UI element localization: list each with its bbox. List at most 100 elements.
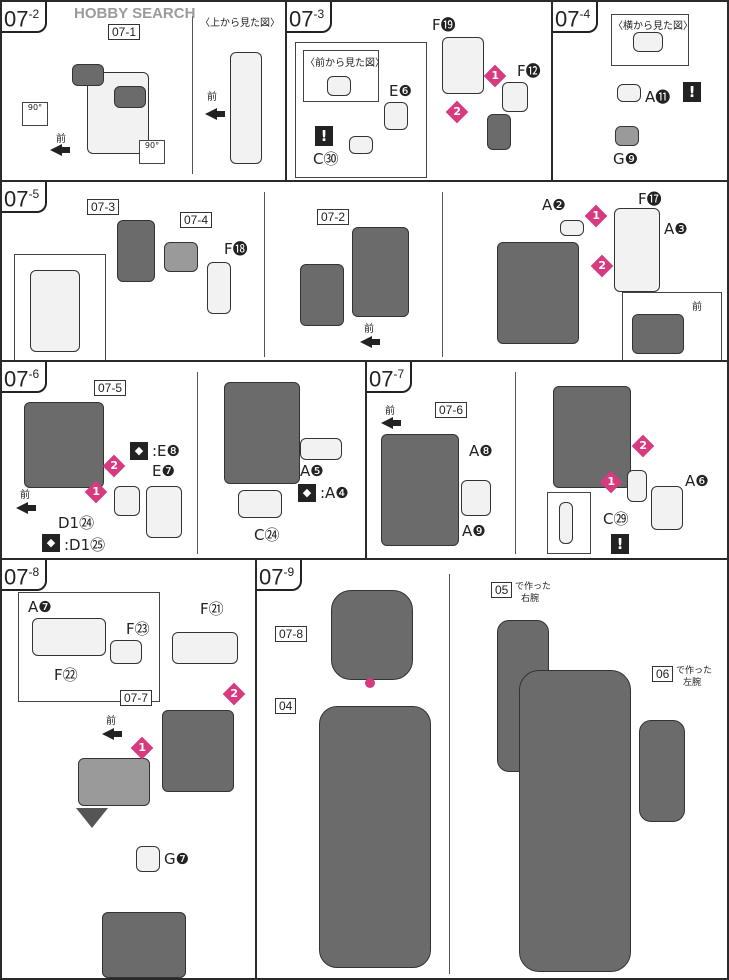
part-label-a2: A❷ [542, 196, 566, 214]
step-diamond-2: 2 [590, 254, 614, 278]
caution-icon: ! [315, 126, 333, 146]
panel-07-9: 07-9 07-8 04 05 で作った 右腕 06 で作った 左腕 [255, 558, 729, 980]
part-illustration [384, 102, 408, 130]
front-label: 前 [364, 324, 374, 335]
divider [264, 192, 265, 357]
part-illustration [238, 490, 282, 518]
made-with-label: で作った [515, 582, 552, 592]
part-illustration [319, 706, 431, 968]
part-illustration [114, 86, 146, 108]
part-label-f23: F㉓ [126, 620, 150, 638]
swap-icon: ◆ [130, 442, 148, 460]
part-label-f12: F⓬ [517, 62, 541, 80]
arrow-left-icon [102, 728, 122, 740]
part-label-c24: C㉔ [254, 526, 280, 544]
step-number: 07-6 [2, 362, 48, 394]
step-number: 07-2 [2, 2, 48, 34]
part-label-a5: A❺ [300, 462, 324, 480]
divider [449, 574, 450, 974]
left-arm-label: 左腕 [683, 678, 702, 688]
part-illustration [331, 590, 413, 680]
top-view-label: 〈上から見た図〉 [200, 18, 280, 29]
part-illustration [327, 76, 351, 96]
step-number: 07-3 [287, 2, 333, 34]
arrow-left-icon [381, 417, 401, 429]
part-illustration [300, 438, 342, 460]
connector-marker [365, 678, 375, 688]
front-view-label: 〈前から見た図〉 [305, 58, 385, 69]
part-illustration [230, 52, 262, 164]
part-illustration [352, 227, 409, 317]
caution-icon: ! [611, 534, 629, 554]
part-illustration [78, 758, 150, 806]
arrow-left-icon [360, 336, 380, 348]
panel-07-4: 07-4 〈横から見た図〉 A⓫ ! G❾ [551, 0, 729, 182]
part-label-f19: F⓳ [432, 16, 456, 34]
part-label-c30: C㉚ [313, 150, 339, 168]
part-illustration [24, 402, 104, 488]
part-illustration [164, 242, 198, 272]
part-label-g9: G❾ [613, 150, 639, 168]
part-illustration [381, 434, 459, 546]
step-diamond-1: 1 [584, 204, 608, 228]
ref-07-3: 07-3 [87, 199, 120, 215]
step-diamond-1: 1 [130, 736, 154, 760]
step-number: 07-4 [553, 2, 599, 34]
ref-05: 05 [491, 582, 513, 598]
step-diamond-2: 2 [102, 454, 126, 478]
part-label-a11: A⓫ [645, 88, 671, 106]
part-illustration [110, 640, 142, 664]
part-illustration [300, 264, 344, 326]
step-number: 07-7 [367, 362, 413, 394]
part-illustration [633, 32, 663, 52]
arrow-left-icon [205, 108, 225, 120]
part-illustration [30, 270, 80, 352]
part-illustration [615, 126, 639, 146]
part-illustration [461, 480, 491, 516]
part-illustration [442, 37, 484, 94]
part-illustration [172, 632, 238, 664]
part-illustration [349, 136, 373, 154]
part-label-e7: E❼ [152, 462, 175, 480]
part-illustration [72, 64, 104, 86]
part-illustration [502, 82, 528, 112]
part-label-a6: A❻ [685, 472, 709, 490]
part-illustration [560, 220, 584, 236]
part-illustration [146, 486, 182, 538]
panel-07-2: 07-2 07-1 90° 90° 前 〈上から見た図〉 前 HOBBY SEA… [0, 0, 287, 182]
part-illustration [614, 208, 660, 292]
arrow-left-icon [50, 144, 70, 156]
step-number: 07-8 [2, 560, 48, 592]
ref-07-2: 07-2 [317, 209, 350, 225]
divider [197, 372, 198, 554]
part-label-f21: F㉑ [200, 600, 224, 618]
part-label-a7: A❼ [28, 598, 52, 616]
panel-07-8: 07-8 A❼ F㉓ F㉒ F㉑ 2 07-7 前 1 G❼ [0, 558, 257, 980]
part-label-d1-24: D1㉔ [58, 514, 95, 532]
arrow-left-icon [16, 502, 36, 514]
front-label: 前 [692, 302, 702, 313]
part-label-d1-25: :D1㉕ [64, 536, 106, 554]
ref-07-4: 07-4 [180, 212, 213, 228]
part-illustration [117, 220, 155, 282]
side-view-label: 〈横から見た図〉 [613, 21, 693, 32]
part-illustration [136, 846, 160, 872]
part-illustration [632, 314, 684, 354]
ref-07-5: 07-5 [94, 380, 127, 396]
down-arrow-icon [76, 808, 108, 828]
caution-icon: ! [683, 82, 701, 102]
swap-icon: ◆ [298, 484, 316, 502]
swap-icon: ◆ [42, 534, 60, 552]
ref-06: 06 [652, 666, 674, 682]
divider [442, 192, 443, 357]
part-illustration [102, 912, 186, 978]
panel-07-3: 07-3 〈前から見た図〉 E❻ ! C㉚ F⓳ 1 2 F⓬ [285, 0, 553, 182]
front-label: 前 [20, 490, 30, 501]
part-illustration [497, 242, 579, 344]
step-diamond-2: 2 [631, 434, 655, 458]
step-diamond-2: 2 [222, 682, 246, 706]
front-label: 前 [106, 716, 116, 727]
part-illustration [224, 382, 300, 484]
part-label-f17: F⓱ [638, 190, 662, 208]
